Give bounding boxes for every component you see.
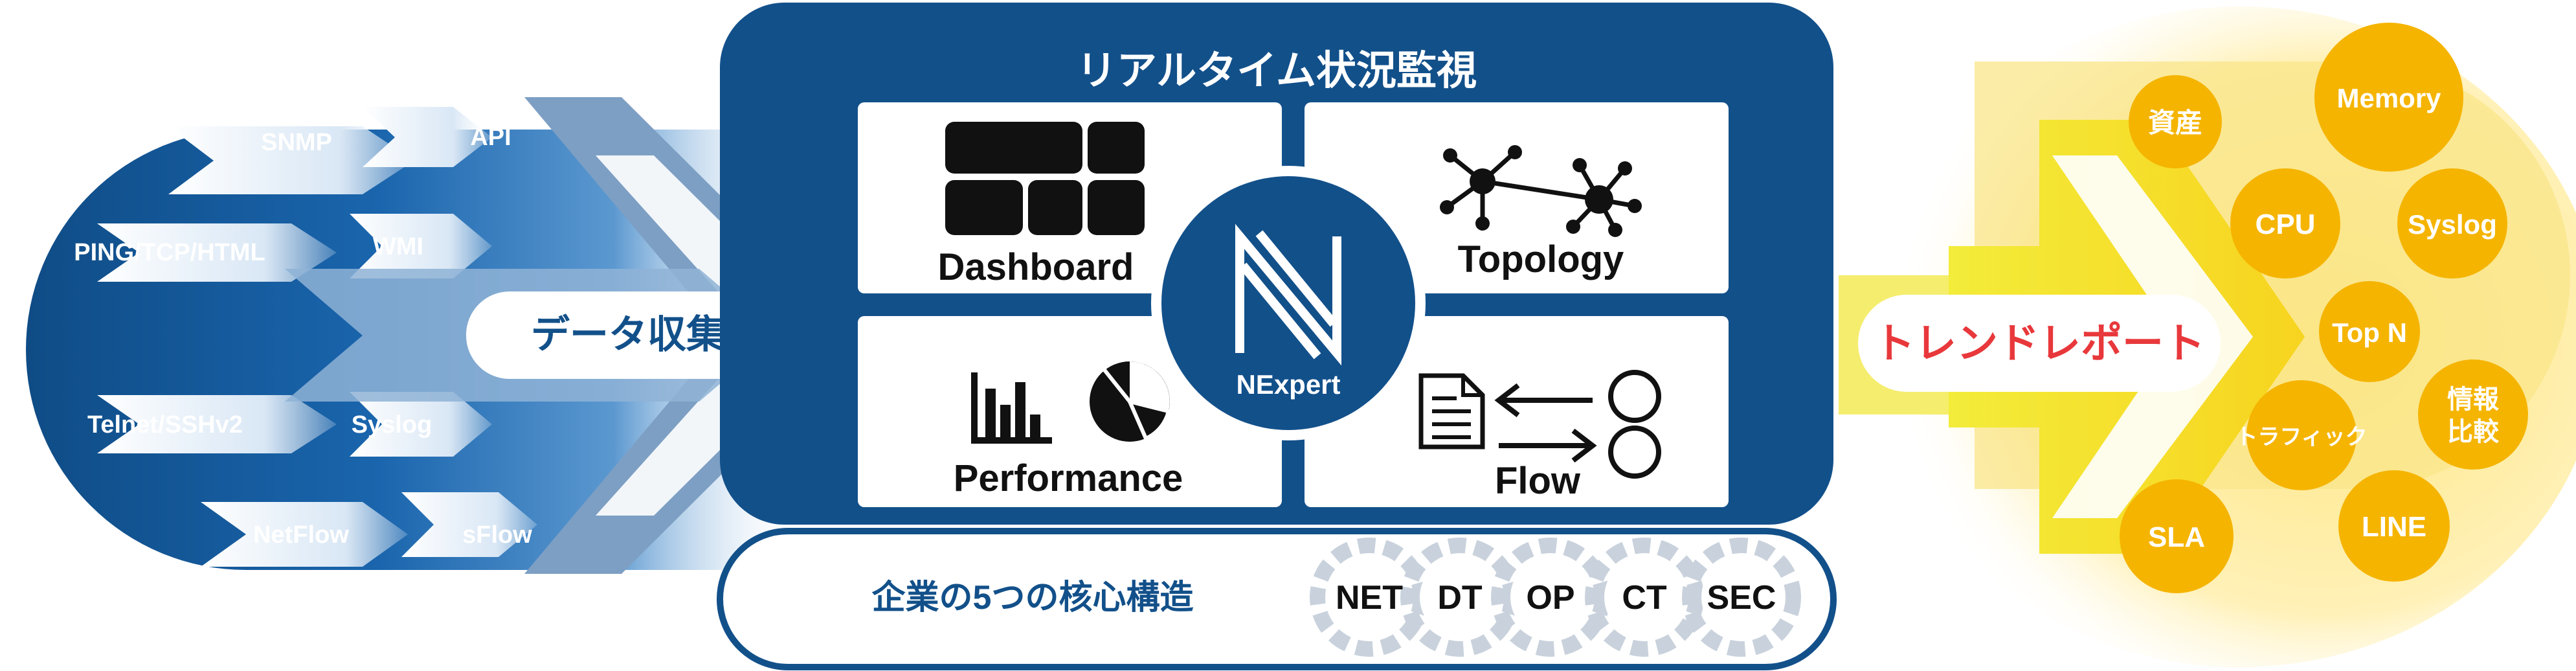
nexpert-logo-icon <box>1235 223 1341 366</box>
gear-label-sec: SEC <box>1707 579 1776 617</box>
endpoint-circles-icon <box>1608 370 1661 479</box>
pie-chart-icon <box>1090 361 1171 442</box>
bubble-label-top-n: Top N <box>2332 317 2407 348</box>
gear-label-net: NET <box>1336 579 1403 617</box>
bubble-label-syslog: Syslog <box>2408 209 2497 240</box>
bubble-label-cpu: CPU <box>2256 209 2316 240</box>
source-label-snmp: SNMP <box>261 129 332 156</box>
monitoring-title: リアルタイム状況監視 <box>1077 49 1477 93</box>
collection-title-pill <box>466 291 790 379</box>
bubble-label-asset: 資産 <box>2148 108 2202 138</box>
source-label-syslog: Syslog <box>352 411 432 438</box>
bubble-label-sla: SLA <box>2148 521 2205 553</box>
bubble-sla <box>2120 479 2234 593</box>
source-chevrons <box>97 107 537 567</box>
panel-label-performance: Performance <box>954 457 1183 499</box>
gear-label-dt: DT <box>1437 579 1483 617</box>
bubble-info-compare <box>2418 359 2528 470</box>
bubble-syslog <box>2397 168 2507 279</box>
bubble-memory <box>2314 23 2463 172</box>
bar-chart-icon <box>971 372 1052 444</box>
topology-icon <box>1440 145 1642 237</box>
panel-label-dashboard: Dashboard <box>938 246 1134 288</box>
source-label-ping-tcp-html: PING/TCP/HTML <box>74 239 265 266</box>
source-label-sflow: sFlow <box>462 521 532 549</box>
report-section: トレンドレポート 資産 Memory CPU Syslog Top N 情報 比… <box>1839 6 2576 667</box>
source-label-wmi: WMI <box>373 233 423 260</box>
report-title: トレンドレポート <box>1874 320 2205 367</box>
dashboard-icon <box>945 122 1145 235</box>
report-bubbles <box>2120 23 2528 593</box>
bubble-label-traffic: トラフィック <box>2235 425 2367 449</box>
structure-title: 企業の5つの核心構造 <box>872 579 1194 617</box>
bubble-asset <box>2129 75 2222 168</box>
nexpert-logo-disc <box>1161 176 1415 430</box>
collection-section: SNMP API PING/TCP/HTML WMI Telnet/SSHv2 … <box>26 97 861 574</box>
report-title-pill <box>1858 295 2221 392</box>
source-label-api: API <box>470 124 511 151</box>
gear-icon-op <box>1491 538 1610 657</box>
bubble-label-memory: Memory <box>2336 83 2441 113</box>
panel-label-flow: Flow <box>1495 460 1581 502</box>
bubble-label-compare: 比較 <box>2447 418 2500 446</box>
structure-section: 企業の5つの核心構造 NET DT OP CT SEC <box>717 528 1837 670</box>
bubble-top-n <box>2319 281 2420 382</box>
bubble-traffic <box>2246 380 2357 490</box>
document-icon <box>1418 373 1485 449</box>
bubble-cpu <box>2230 168 2340 279</box>
bubble-label-info: 情報 <box>2447 385 2499 414</box>
collection-title: データ収集 <box>531 313 725 356</box>
panel-label-topology: Topology <box>1458 238 1624 280</box>
nexpert-logo-label: NExpert <box>1236 369 1340 400</box>
source-label-netflow: NetFlow <box>253 521 349 549</box>
gear-label-op: OP <box>1526 579 1574 617</box>
gear-label-ct: CT <box>1622 579 1667 617</box>
monitoring-section: リアルタイム状況監視 Dashboard <box>720 3 1833 525</box>
flow-arrows-icon <box>1494 383 1597 463</box>
bubble-line <box>2338 470 2450 582</box>
gear-icon-sec <box>1682 538 1801 657</box>
bubble-label-line: LINE <box>2362 511 2426 543</box>
source-label-telnet-sshv2: Telnet/SSHv2 <box>87 411 243 438</box>
